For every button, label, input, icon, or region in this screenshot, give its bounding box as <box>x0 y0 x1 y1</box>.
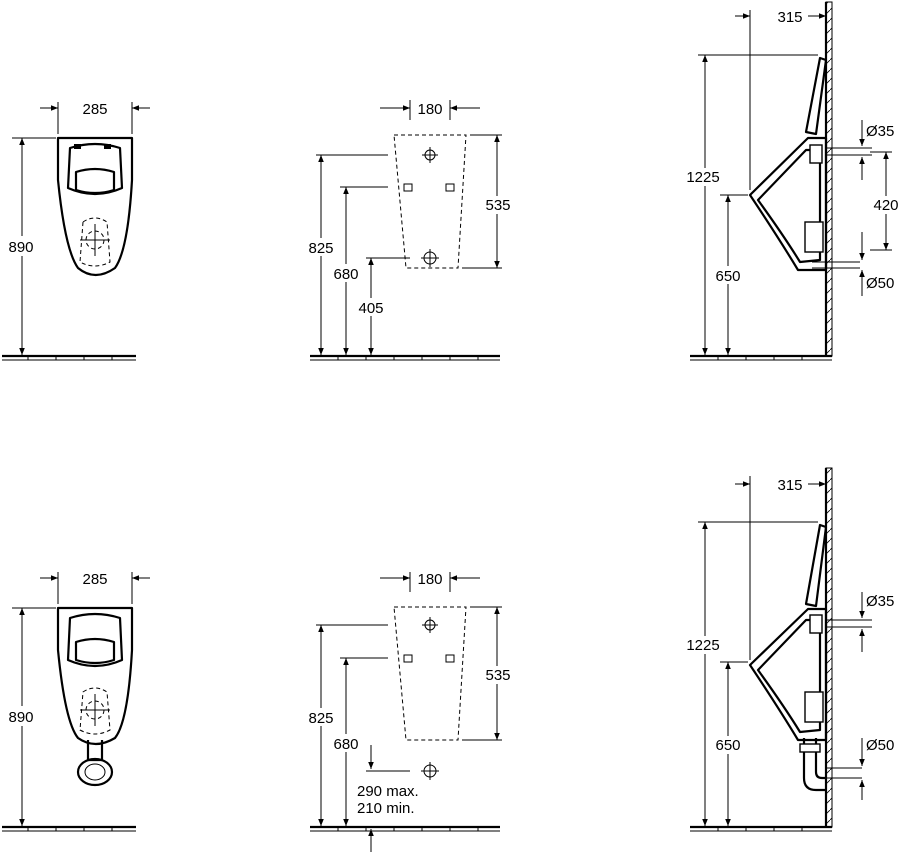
dimension-1225: 1225 <box>682 54 818 355</box>
urinal-silhouette-dashed <box>393 606 467 741</box>
fixing-holes <box>403 617 455 780</box>
top-mounting-view: 180 825 680 405 535 <box>304 100 516 361</box>
dimension-680: 680 <box>330 657 388 826</box>
dimension-680: 680 <box>330 186 388 355</box>
dim-405-label: 405 <box>358 300 383 317</box>
floor-line <box>690 825 832 832</box>
dim-d50-label: Ø50 <box>866 275 894 292</box>
lid <box>804 56 828 136</box>
dimension-1225: 1225 <box>682 521 818 826</box>
dimension-width: 285 <box>40 571 150 604</box>
urinal-body-side <box>748 136 872 272</box>
dimension-d35: Ø35 <box>859 120 894 180</box>
dimension-depth: 315 <box>735 476 826 660</box>
dim-825-label: 825 <box>308 710 333 727</box>
dimension-650: 650 <box>710 194 748 355</box>
dim-1225-label: 1225 <box>686 637 719 654</box>
urinal-body-side <box>748 607 872 742</box>
dimension-825: 825 <box>304 154 388 355</box>
bottom-side-view: 315 1225 650 Ø35 Ø50 <box>682 467 894 832</box>
dimension-height: 890 <box>3 607 56 826</box>
dimension-420: 420 <box>868 151 900 251</box>
dimension-range: 290 max. 210 min. <box>357 745 419 852</box>
dimension-535: 535 <box>462 606 516 741</box>
dim-290-max-label: 290 max. <box>357 783 419 800</box>
dim-680-label: 680 <box>333 736 358 753</box>
dimension-d50: Ø50 <box>859 737 894 800</box>
floor-line <box>310 354 500 361</box>
urinal-silhouette-dashed <box>393 134 467 269</box>
dimension-650: 650 <box>710 661 748 826</box>
dim-680-label: 680 <box>333 266 358 283</box>
dim-315-label: 315 <box>777 477 802 494</box>
dim-535-label: 535 <box>485 667 510 684</box>
dimension-width: 285 <box>40 101 150 134</box>
dim-d35-label: Ø35 <box>866 593 894 610</box>
dim-285-label: 285 <box>82 101 107 118</box>
floor-line <box>2 825 136 832</box>
dimension-d50: Ø50 <box>859 232 894 296</box>
dim-180-label: 180 <box>417 101 442 118</box>
dimension-width: 180 <box>380 100 480 120</box>
bottom-mounting-view: 180 825 680 290 max. 210 min. 535 <box>304 571 516 852</box>
dim-535-label: 535 <box>485 197 510 214</box>
bottom-front-view: 285 890 <box>2 571 150 832</box>
dimension-535: 535 <box>462 134 516 269</box>
dim-315-label: 315 <box>777 9 802 26</box>
dimension-height: 890 <box>3 137 56 355</box>
dim-d50-label: Ø50 <box>866 737 894 754</box>
urinal-front-outline <box>56 606 134 787</box>
floor-line <box>690 354 832 361</box>
dim-1225-label: 1225 <box>686 169 719 186</box>
floor-line <box>2 354 136 361</box>
floor-line <box>310 825 500 832</box>
dim-180-label: 180 <box>417 571 442 588</box>
dim-420-label: 420 <box>873 197 898 214</box>
top-side-view: 315 1225 650 Ø35 420 Ø <box>682 1 900 361</box>
dimension-d35: Ø35 <box>859 592 894 652</box>
dim-650-label: 650 <box>715 737 740 754</box>
dimension-depth: 315 <box>735 9 826 190</box>
dim-650-label: 650 <box>715 268 740 285</box>
dimension-825: 825 <box>304 624 388 826</box>
dimension-width: 180 <box>380 571 480 592</box>
dim-210-min-label: 210 min. <box>357 800 415 817</box>
dim-285-label: 285 <box>82 571 107 588</box>
urinal-front-outline <box>56 136 134 277</box>
trap-siphon <box>799 738 862 792</box>
top-front-view: 285 890 <box>2 101 150 361</box>
dimension-405: 405 <box>355 257 410 355</box>
dim-890-label: 890 <box>8 239 33 256</box>
lid <box>804 523 828 608</box>
dim-d35-label: Ø35 <box>866 123 894 140</box>
dim-825-label: 825 <box>308 240 333 257</box>
fixing-holes <box>403 147 455 267</box>
dim-890-label: 890 <box>8 709 33 726</box>
